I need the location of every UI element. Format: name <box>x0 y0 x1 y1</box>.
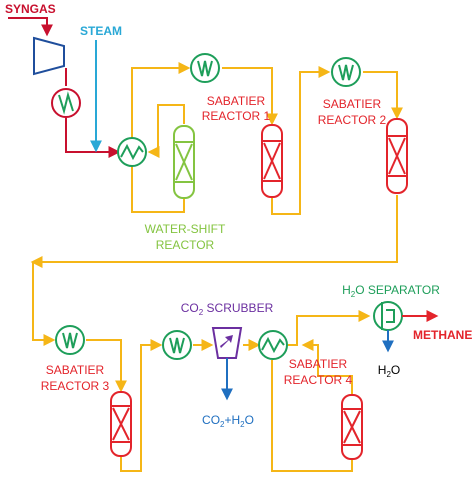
sabatier-reactor-3-label-line1: SABATIER <box>46 363 105 377</box>
sabatier-reactor-2-label-line2: REACTOR 2 <box>318 113 387 127</box>
co2-water-outlet-label: CO2+H2O <box>202 413 254 429</box>
syngas-label: SYNGAS <box>5 2 56 16</box>
process-lines <box>30 62 403 472</box>
sabatier-reactor-1-icon <box>261 124 283 198</box>
heat-exchanger-2-icon <box>331 57 361 87</box>
water-shift-reactor-label-line2: REACTOR <box>156 238 215 252</box>
heat-exchanger-1-icon <box>190 53 220 83</box>
sabatier-reactor-2-icon <box>386 118 408 194</box>
methane-label: METHANE <box>413 328 472 342</box>
sabatier-reactor-4-label-line1: SABATIER <box>289 357 348 371</box>
heat-exchanger-5-icon <box>258 330 288 360</box>
water-shift-reactor-icon <box>173 125 195 199</box>
syngas-line <box>8 17 121 158</box>
sabatier-reactor-2-label-line1: SABATIER <box>323 97 382 111</box>
h2o-separator-label: H2O SEPARATOR <box>342 283 440 299</box>
heat-exchanger-3-icon <box>55 325 85 355</box>
steam-label: STEAM <box>80 24 122 38</box>
sabatier-reactor-3-icon <box>110 391 132 457</box>
sabatier-reactor-3-label-line2: REACTOR 3 <box>41 379 110 393</box>
water-shift-reactor-label-line1: WATER-SHIFT <box>145 222 226 236</box>
co2-scrubber-icon <box>211 327 243 359</box>
h2o-outlet-label: H2O <box>378 363 400 379</box>
h2o-separator-icon <box>373 301 403 331</box>
heat-exchanger-4-icon <box>162 330 192 360</box>
sabatier-reactor-1-label-line2: REACTOR 1 <box>202 109 271 123</box>
feed-heat-exchanger-icon <box>117 137 147 167</box>
syngas-cooler-icon <box>51 88 81 118</box>
sabatier-reactor-4-label-line2: REACTOR 4 <box>284 373 353 387</box>
sabatier-reactor-1-label-line1: SABATIER <box>207 94 266 108</box>
compressor-icon <box>33 36 65 76</box>
sabatier-reactor-4-icon <box>341 394 363 460</box>
co2-scrubber-label: CO2 SCRUBBER <box>181 301 274 317</box>
